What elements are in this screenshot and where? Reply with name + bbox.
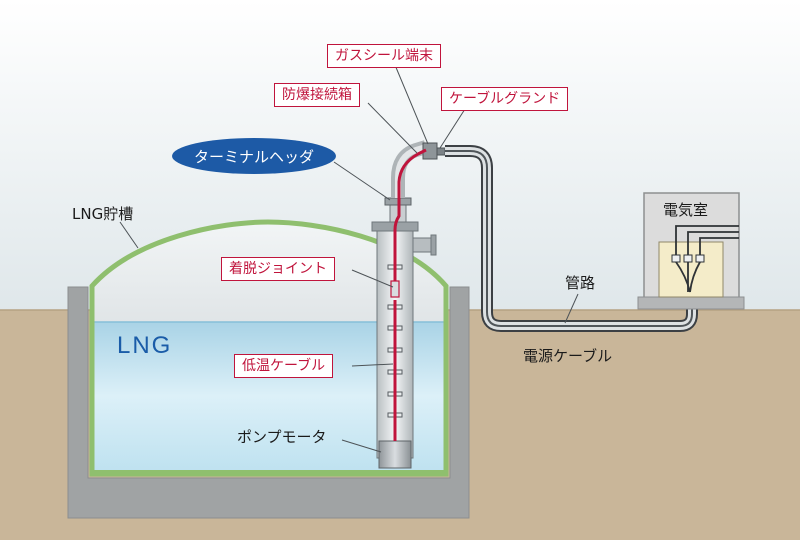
label-conduit: 管路	[565, 274, 596, 292]
terminal-header-badge: ターミナルヘッダ	[172, 138, 336, 174]
label-cable-gland: ケーブルグランド	[441, 87, 569, 111]
label-lng: LNG	[117, 332, 173, 359]
leader-lines	[119, 64, 579, 453]
detachable-joint-part	[390, 280, 400, 298]
label-power-cable: 電源ケーブル	[523, 347, 613, 365]
label-lng-storage-tank: LNG貯槽	[72, 205, 134, 223]
low-temp-cable-line	[393, 148, 427, 441]
label-explosion-proof-box: 防爆接続箱	[274, 83, 360, 107]
label-low-temp-cable: 低温ケーブル	[234, 354, 334, 378]
label-electrical-room: 電気室	[663, 201, 709, 219]
label-detachable-joint: 着脱ジョイント	[221, 257, 335, 281]
pump-motor-part	[378, 440, 412, 469]
label-gas-seal-end: ガスシール端末	[327, 44, 441, 68]
label-terminal-header: ターミナルヘッダ	[193, 147, 314, 166]
concrete-pit	[67, 286, 470, 519]
label-pump-motor: ポンプモータ	[237, 428, 327, 446]
